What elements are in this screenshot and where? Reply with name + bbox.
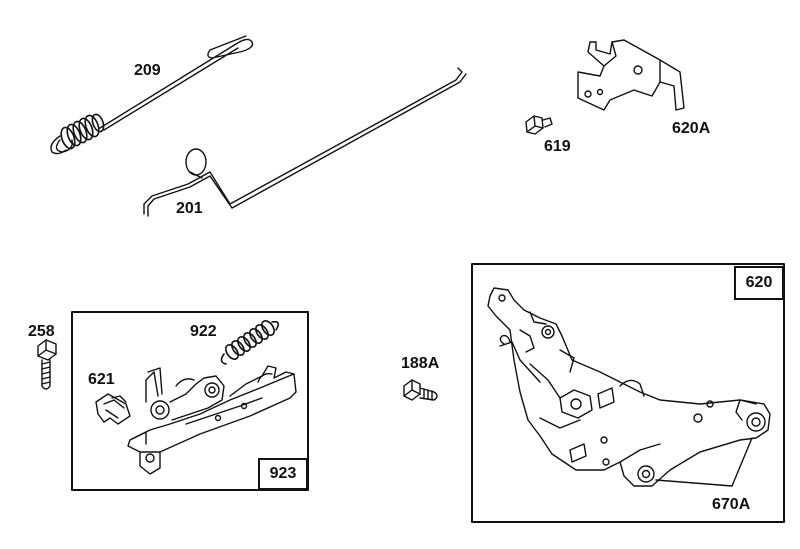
- label-620: 620: [734, 266, 784, 300]
- part-923-assembly-box: [71, 311, 309, 491]
- label-209: 209: [134, 62, 161, 79]
- part-209-governor-spring: [50, 35, 254, 155]
- part-201-governor-link: [143, 67, 467, 217]
- part-620A-bracket: [577, 39, 685, 111]
- part-923-control-assembly: [127, 365, 297, 475]
- part-620-control-plate: [487, 287, 771, 487]
- part-621-clip: [95, 393, 131, 425]
- part-188A-screw: [403, 379, 438, 401]
- label-620A: 620A: [672, 120, 711, 137]
- label-258: 258: [28, 323, 55, 340]
- part-619-screw: [525, 115, 553, 135]
- part-620-assembly-box: [471, 263, 785, 523]
- label-188A: 188A: [401, 355, 440, 372]
- label-619: 619: [544, 138, 571, 155]
- part-922-spring: [220, 320, 280, 365]
- part-670A-leaders: [655, 437, 753, 487]
- label-621: 621: [88, 371, 115, 388]
- label-670A: 670A: [712, 496, 751, 513]
- label-201: 201: [176, 200, 203, 217]
- part-258-bolt: [37, 339, 57, 390]
- label-923: 923: [258, 458, 308, 490]
- label-922: 922: [190, 323, 217, 340]
